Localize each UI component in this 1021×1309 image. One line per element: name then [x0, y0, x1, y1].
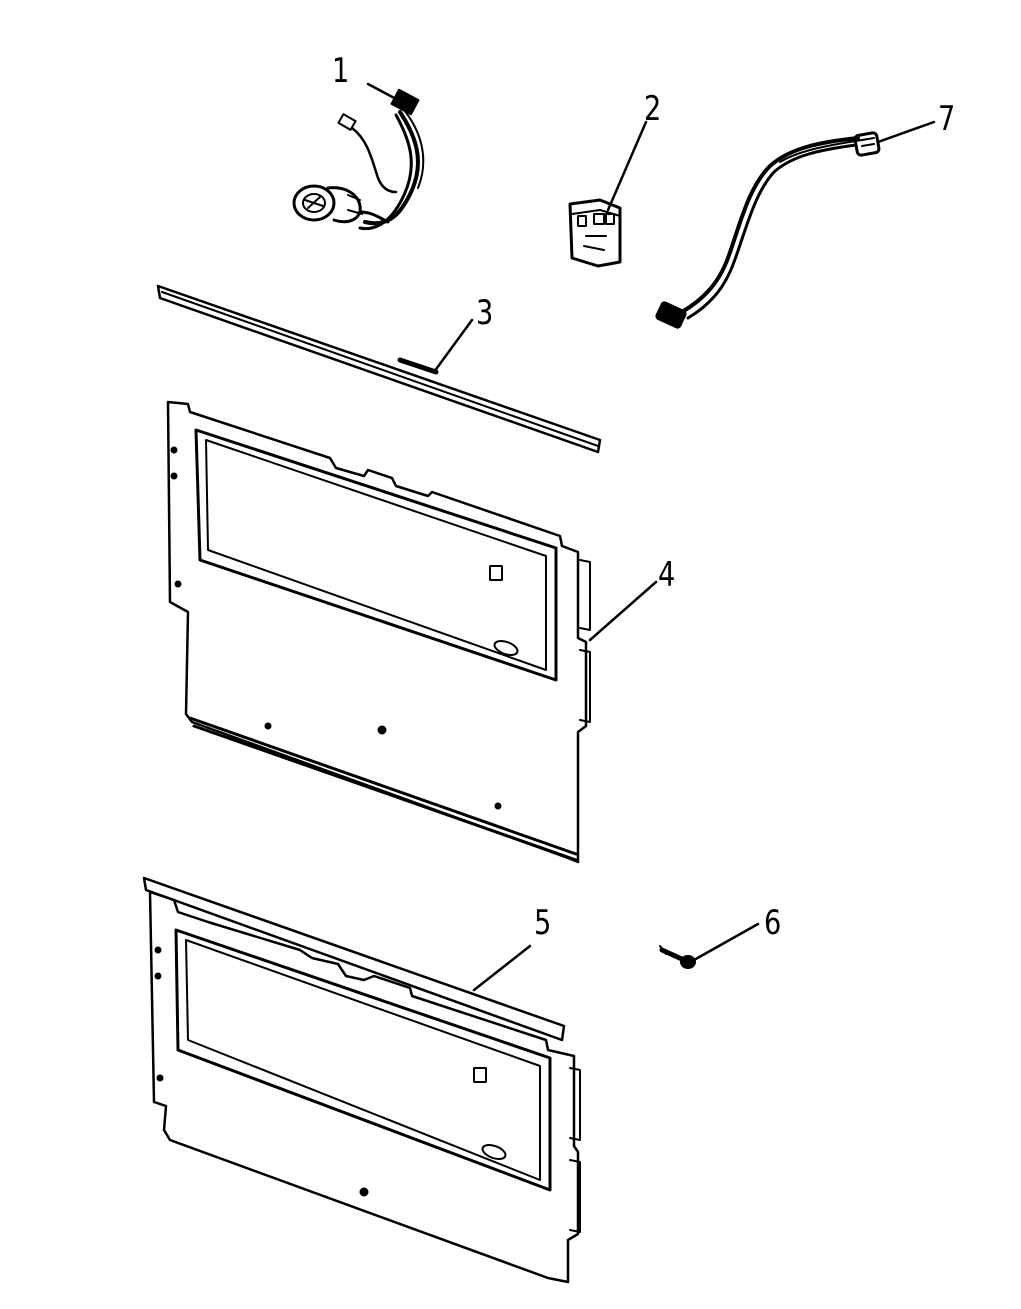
part-3-trim-strip	[156, 284, 602, 454]
part-6-screw	[659, 922, 760, 969]
callout-part-1: 1	[332, 51, 350, 91]
part-5-outer-panel	[142, 876, 581, 1284]
callout-part-5: 5	[534, 903, 552, 943]
part-2-switch-block	[568, 120, 648, 268]
callout-part-3: 3	[476, 293, 494, 333]
callout-part-6: 6	[764, 903, 782, 943]
part-7-cable-harness	[655, 120, 936, 329]
callout-part-7: 7	[938, 99, 956, 139]
part-1-wire-harness	[292, 82, 425, 231]
part-4-inner-panel	[166, 400, 658, 864]
callout-part-2: 2	[644, 89, 662, 129]
callout-part-4: 4	[658, 555, 676, 595]
